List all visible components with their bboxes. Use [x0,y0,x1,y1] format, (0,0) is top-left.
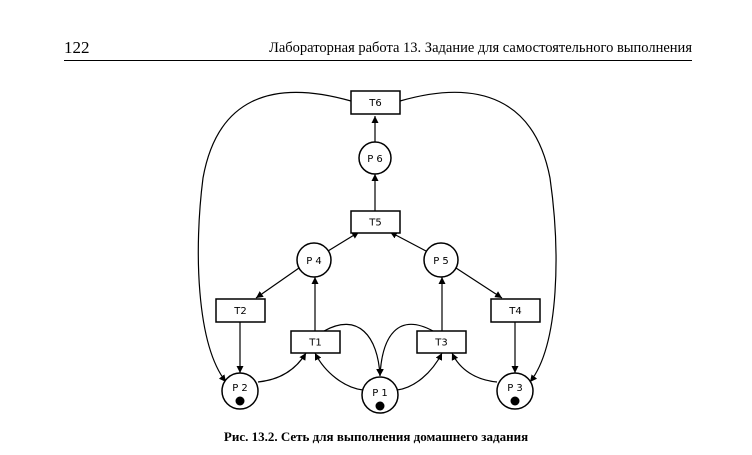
transition-label: T1 [308,338,321,349]
token-icon [510,396,520,406]
figure-caption: Рис. 13.2. Сеть для выполнения домашнего… [223,429,529,444]
arc-p4-t2 [255,267,300,299]
header-rule [64,60,692,61]
place-p2: P 2 [221,372,259,410]
transition-t6: T6 [350,90,401,115]
arc-t3-p1 [376,323,434,377]
arc-p1-t1 [314,352,364,391]
place-label: P 4 [306,256,322,267]
arc-p5-t5 [389,231,427,252]
place-label: P 2 [232,383,248,394]
place-p3: P 3 [496,372,534,410]
transition-label: T6 [368,98,381,109]
page-number: 122 [64,38,90,57]
arc-t6-p3 [399,91,557,383]
transition-t1: T1 [290,330,341,354]
token-icon [375,401,385,411]
arc-t1-p1 [323,323,384,377]
transition-label: T5 [368,218,381,229]
transition-label: T2 [233,306,246,317]
transition-label: T4 [508,306,521,317]
place-p5: P 5 [423,242,459,278]
transition-label: T3 [434,338,447,349]
arc-p1-t3 [396,352,443,391]
token-icon [235,396,245,406]
arc-p5-t4 [455,267,503,299]
place-label: P 5 [433,256,449,267]
transition-t4: T4 [490,298,541,323]
place-label: P 1 [372,388,388,399]
transition-t5: T5 [350,210,401,234]
arc-p4-t5 [327,231,360,252]
arc-p3-t3 [451,352,498,383]
place-p1: P 1 [361,376,399,414]
arc-p2-t1 [257,352,307,383]
place-p4: P 4 [296,242,332,278]
place-p6: P 6 [358,141,392,175]
place-label: P 6 [367,154,383,165]
transition-t3: T3 [416,330,467,354]
place-label: P 3 [507,383,523,394]
arc-t6-p2 [197,91,352,383]
running-head: Лабораторная работа 13. Задание для само… [269,40,692,56]
transition-t2: T2 [215,298,266,323]
